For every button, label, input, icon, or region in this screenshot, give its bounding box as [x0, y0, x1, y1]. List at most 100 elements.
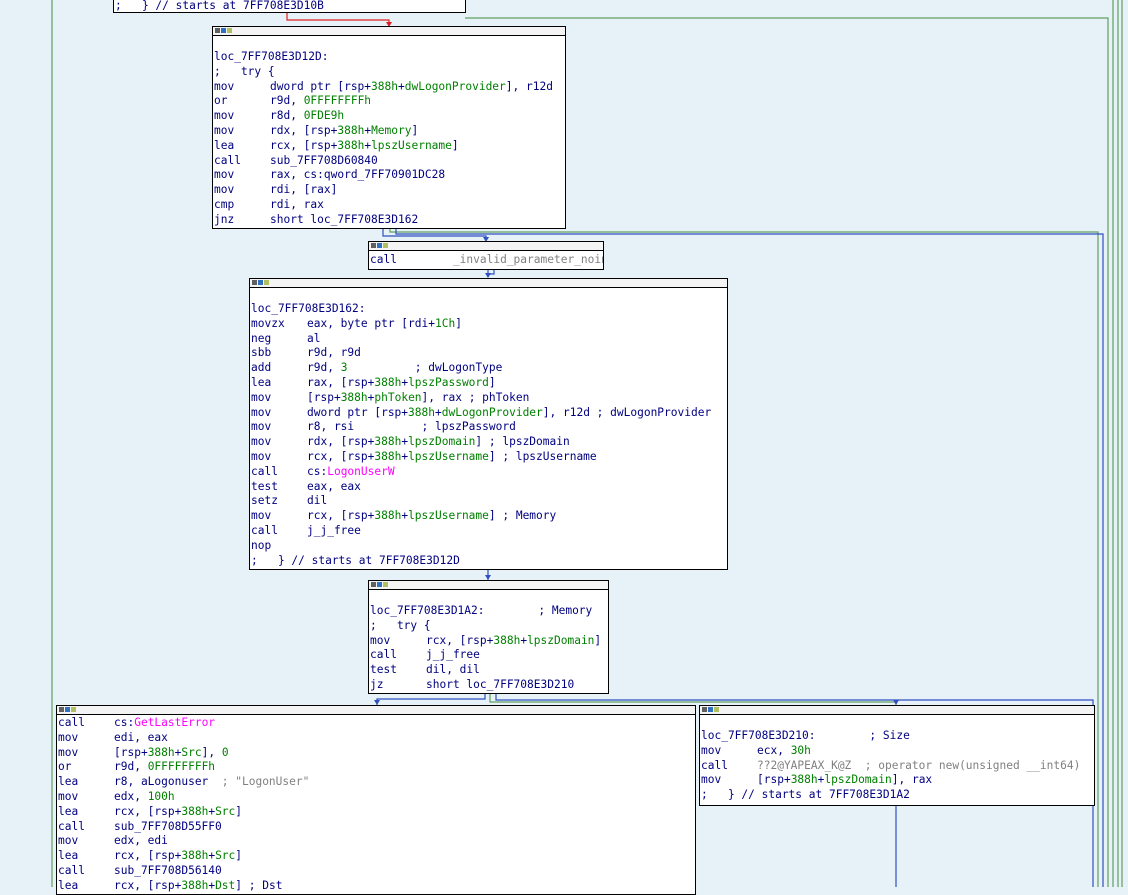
operand[interactable]: ], r12d [505, 79, 553, 93]
code-label[interactable]: loc_7FF708E3D12D: [214, 50, 329, 63]
operand[interactable]: edi, eax [114, 730, 168, 744]
code-comment[interactable]: ; } // starts at 7FF708E3D12D [251, 553, 460, 567]
code-line[interactable]: ; } // starts at 7FF708E3D12D [251, 554, 726, 569]
operand[interactable]: edx, [114, 789, 148, 803]
operand[interactable]: rdi, [rax] [270, 183, 338, 197]
operand-symbol[interactable]: lpszUsername [371, 138, 452, 152]
operand-symbol[interactable]: 388h [408, 405, 435, 419]
operand[interactable]: ] ; lpszDomain [475, 435, 570, 449]
mnemonic[interactable]: cmp [214, 197, 235, 211]
mnemonic[interactable]: lea [58, 775, 79, 789]
code-line[interactable]: mov[rsp+388h+Src], 0 [58, 746, 694, 761]
operand[interactable]: j_j_free [426, 648, 480, 662]
operand[interactable]: rax, cs:qword_7FF70901DC28 [270, 168, 446, 182]
operand[interactable]: r8, aLogonuser [114, 775, 222, 789]
operand[interactable]: rcx, [rsp+ [307, 509, 375, 523]
mnemonic[interactable]: mov [251, 435, 272, 449]
code-block-top[interactable]: ; } // starts at 7FF708E3D10B [113, 0, 466, 13]
mnemonic[interactable]: mov [701, 743, 722, 757]
mnemonic[interactable]: call [370, 648, 397, 662]
operand-symbol[interactable]: 388h [337, 138, 365, 152]
operand-symbol[interactable]: 388h [181, 804, 209, 818]
operand[interactable]: short loc_7FF708E3D210 [426, 677, 575, 691]
operand-symbol[interactable]: 388h [374, 509, 402, 523]
operand-symbol[interactable]: 388h [371, 79, 398, 93]
operand[interactable]: + [401, 435, 409, 449]
code-line[interactable]: nop [251, 539, 726, 554]
code-line[interactable]: call _invalid_parameter_noinfo [370, 253, 603, 268]
mnemonic[interactable]: mov [58, 745, 79, 759]
operand[interactable]: sub_7FF708D60840 [270, 153, 378, 167]
operand[interactable]: sub_7FF708D55FF0 [114, 819, 222, 833]
operand[interactable]: dword ptr [rsp+ [307, 405, 409, 419]
operand[interactable]: [rsp+ [307, 390, 341, 404]
operand[interactable]: r9d, r9d [307, 346, 361, 360]
operand[interactable]: + [817, 773, 825, 787]
operand[interactable]: dil, dil [426, 663, 480, 677]
operand[interactable]: ; operator new(unsigned __int64) [851, 758, 1081, 772]
operand-symbol[interactable]: 3 [340, 361, 348, 375]
mnemonic[interactable]: mov [701, 773, 722, 787]
operand[interactable]: cs: [307, 464, 328, 478]
operand-symbol[interactable]: lpszUsername [408, 449, 489, 463]
operand-symbol[interactable]: Src [181, 745, 202, 759]
operand-symbol[interactable]: 388h [147, 745, 175, 759]
import-name[interactable]: GetLastError [134, 716, 216, 729]
mnemonic[interactable]: add [251, 361, 272, 375]
mnemonic[interactable]: call [370, 253, 397, 266]
operand[interactable]: r9d, [114, 760, 148, 774]
operand-symbol[interactable]: 388h [340, 390, 368, 404]
mnemonic[interactable]: mov [251, 509, 272, 523]
operand[interactable]: ; "LogonUser" [221, 775, 310, 789]
mnemonic[interactable]: mov [251, 405, 272, 419]
mnemonic[interactable]: neg [251, 331, 272, 345]
operand-symbol[interactable]: 388h [493, 633, 521, 647]
code-line[interactable]: call j_j_free [251, 524, 726, 539]
operand[interactable]: + [398, 79, 405, 93]
code-label[interactable]: loc_7FF708E3D162: [251, 302, 366, 315]
operand[interactable]: rax, [rsp+ [307, 375, 375, 389]
operand-symbol[interactable]: 100h [147, 789, 175, 803]
operand[interactable]: + [401, 449, 409, 463]
mnemonic[interactable]: lea [251, 375, 272, 389]
operand-symbol[interactable]: 388h [374, 449, 402, 463]
operand[interactable]: ] [235, 804, 243, 818]
operand[interactable]: rdx, [rsp+ [307, 435, 375, 449]
operand-symbol[interactable]: 388h [337, 123, 365, 137]
code-line[interactable]: ; } // starts at 7FF708E3D1A2 [701, 788, 1093, 803]
code-line[interactable]: mov[rsp+388h+lpszDomain], rax [701, 773, 1093, 788]
operand[interactable]: ] ; Memory [488, 509, 557, 523]
operand[interactable]: sub_7FF708D56140 [114, 863, 222, 877]
mnemonic[interactable]: jnz [214, 212, 235, 226]
operand[interactable]: r8d, [270, 109, 304, 123]
mnemonic[interactable]: call [701, 758, 728, 772]
operand[interactable]: ] [235, 849, 243, 863]
mnemonic[interactable]: call [251, 523, 278, 537]
operand[interactable]: j_j_free [307, 523, 361, 537]
operand[interactable]: + [367, 390, 375, 404]
operand-symbol[interactable]: 30h [790, 743, 811, 757]
operand[interactable]: ] [594, 633, 602, 647]
operand[interactable]: r9d, [270, 94, 304, 108]
operand[interactable]: + [208, 878, 216, 892]
mnemonic[interactable]: mov [251, 390, 272, 404]
